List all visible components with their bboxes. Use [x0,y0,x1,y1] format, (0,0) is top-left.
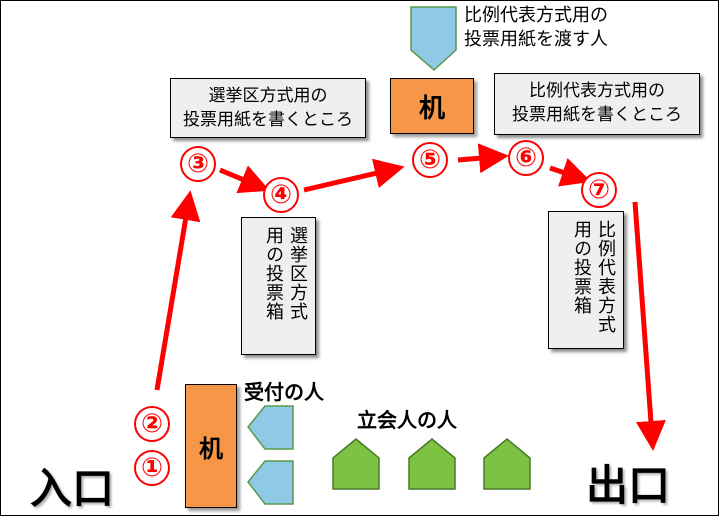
reception-desk-label: 机 [199,434,223,463]
arrow-2-to-3 [154,190,201,391]
witness-label: 立会人の人 [357,408,457,432]
step-2-marker: ② [134,406,170,442]
witness-icon [332,438,380,490]
arrow-5-to-6 [457,143,509,174]
step-7-marker: ⑦ [581,172,617,208]
arrow-4-to-5 [303,158,405,193]
district-ballot-box-label: 選挙区方式 用の投票箱 [263,226,308,321]
reception-desk: 机 [185,384,237,508]
reception-staff-icon [247,405,294,450]
arrow-7-to-exit [632,201,666,451]
step-6-marker: ⑥ [508,140,544,176]
district-writing-booth: 選挙区方式用の 投票用紙を書くところ [170,78,366,138]
exit-label: 出口 [586,461,671,510]
step-1-marker: ① [134,450,170,486]
witness-icon [408,438,456,490]
entrance-label: 入口 [30,464,115,513]
pr-writing-booth: 比例代表方式用の 投票用紙を書くところ [494,73,700,135]
witness-icon [483,438,531,490]
step-3-marker: ③ [180,146,216,182]
ballot-desk: 机 [390,78,474,134]
district-ballot-box: 選挙区方式 用の投票箱 [241,217,316,355]
pr-ballot-box: 比例代表方式 用の投票箱 [548,211,624,349]
step-5-marker: ⑤ [412,142,448,178]
ballot-giver-icon [410,6,457,72]
reception-label: 受付の人 [244,380,324,404]
step-4-marker: ④ [263,177,299,213]
ballot-desk-label: 机 [418,93,445,124]
ballot-giver-label: 比例代表方式用の 投票用紙を渡す人 [464,5,608,50]
reception-staff-icon [247,460,294,505]
arrow-3-to-4 [219,165,270,194]
arrow-6-to-7 [549,158,592,187]
pr-ballot-box-label: 比例代表方式 用の投票箱 [571,220,616,334]
